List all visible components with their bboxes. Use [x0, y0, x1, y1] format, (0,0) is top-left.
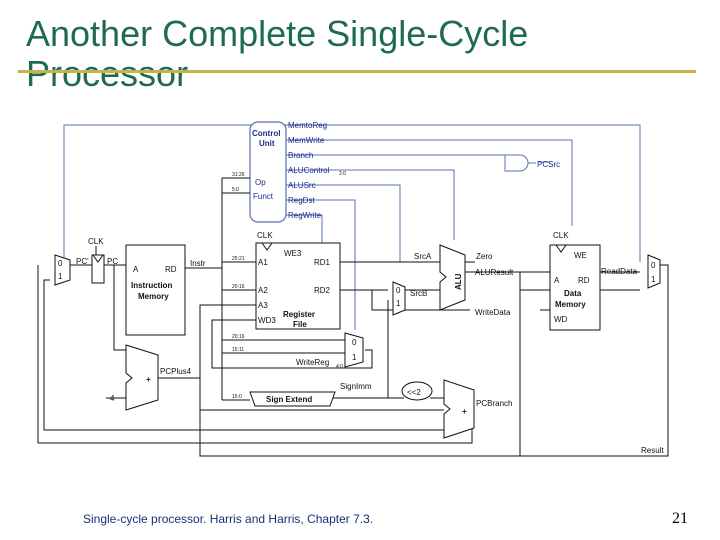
instruction-memory: A RD Instruction Memory Instr	[125, 244, 206, 336]
a1-bits: 25:21	[232, 256, 245, 262]
control-funct-label: Funct	[253, 192, 274, 201]
rf-a2: A2	[258, 286, 268, 295]
imem-name: Instruction	[131, 281, 172, 290]
rf-a1: A1	[258, 258, 268, 267]
pc-clk-label: CLK	[88, 237, 104, 246]
rf-rd2: RD2	[314, 286, 331, 295]
writedata-label: WriteData	[475, 308, 511, 317]
branch-and-gate: PCSrc	[504, 154, 560, 172]
dm-name-2: Memory	[555, 300, 586, 309]
shift-label: <<2	[407, 388, 421, 397]
pcplus4-adder: + PCPlus4 4	[110, 344, 192, 411]
imm-bits: 15:0	[232, 394, 242, 400]
data-memory: CLK WE A RD Data Memory WD ReadData	[549, 231, 638, 331]
control-signal-labels: MemtoReg MemWrite Branch ALUControl 2:0 …	[288, 121, 346, 220]
srcb-mux-0: 0	[396, 286, 401, 295]
signal-branch: Branch	[288, 151, 313, 160]
rf-wd3: WD3	[258, 316, 276, 325]
slide-caption: Single-cycle processor. Harris and Harri…	[83, 512, 374, 526]
pc-register: CLK PC' PC	[76, 237, 118, 284]
rf-name: Register	[283, 310, 315, 319]
rf-a3: A3	[258, 301, 268, 310]
rf-clk-label: CLK	[257, 231, 273, 240]
result-mux-0: 0	[651, 261, 656, 270]
pcplus4-plus: +	[146, 375, 151, 384]
writereg-mux: 0 1 WriteReg 4:0	[296, 332, 364, 370]
srcb-mux-1: 1	[396, 299, 401, 308]
dm-rd: RD	[578, 276, 590, 285]
control-unit-title: Control	[252, 129, 280, 138]
alu-label: ALU	[454, 273, 463, 290]
title-divider	[18, 70, 696, 73]
rf-we3: WE3	[284, 249, 302, 258]
dm-a: A	[554, 276, 560, 285]
signal-alucontrol-bits: 2:0	[339, 171, 346, 177]
writereg-label: WriteReg	[296, 358, 329, 367]
funct-bits: 5:0	[232, 187, 239, 193]
signimm-label: SignImm	[340, 382, 372, 391]
result-mux-1: 1	[651, 275, 656, 284]
signal-memtoreg: MemtoReg	[288, 121, 327, 130]
readdata-label: ReadData	[601, 267, 638, 276]
instr-label: Instr	[190, 259, 206, 268]
register-file: CLK WE3 A1 A2 A3 WD3 RD1 RD2 Register Fi…	[255, 231, 341, 330]
control-op-label: Op	[255, 178, 266, 187]
zero-label: Zero	[476, 252, 493, 261]
dm-wd: WD	[554, 315, 568, 324]
dm-name: Data	[564, 289, 582, 298]
srcb-label: SrcB	[410, 289, 427, 298]
srca-label: SrcA	[414, 252, 432, 261]
result-label: Result	[641, 446, 664, 455]
pc-prime-label: PC'	[76, 257, 89, 266]
four-label: 4	[110, 394, 115, 403]
control-unit-subtitle: Unit	[259, 139, 275, 148]
signal-alucontrol: ALUControl	[288, 166, 330, 175]
signal-memwrite: MemWrite	[288, 136, 325, 145]
bit-labels: 31:26 5:0 25:21 20:16 20:16 15:11 15:0	[232, 172, 245, 400]
signext-label: Sign Extend	[266, 395, 312, 404]
pcplus4-label: PCPlus4	[160, 367, 192, 376]
pc-label: PC	[107, 257, 118, 266]
aluresult-label: ALUResult	[475, 268, 514, 277]
imem-name-2: Memory	[138, 292, 169, 301]
pcsrc-label: PCSrc	[537, 160, 560, 169]
pc-mux: 0 1	[54, 254, 71, 286]
control-unit: Control Unit Op Funct	[249, 121, 287, 223]
signal-alusrc: ALUSrc	[288, 181, 316, 190]
pcbranch-label: PCBranch	[476, 399, 512, 408]
shift-left-2: <<2	[401, 381, 433, 401]
writereg-mux-1: 1	[352, 353, 357, 362]
pc-mux-0: 0	[58, 259, 63, 268]
branch-plus: +	[462, 407, 467, 416]
alu: ALU Zero ALUResult WriteData	[439, 244, 514, 317]
result-mux: 0 1 Result	[641, 254, 664, 455]
dm-we: WE	[574, 251, 587, 260]
op-bits: 31:26	[232, 172, 245, 178]
rf-rd1: RD1	[314, 258, 331, 267]
dm-clk-label: CLK	[553, 231, 569, 240]
rd-bits: 15:11	[232, 347, 244, 353]
slide-title: Another Complete Single-Cycle Processor	[26, 13, 529, 94]
srcb-mux: 0 1 SrcB	[392, 281, 427, 316]
rf-name-2: File	[293, 320, 307, 329]
a2-bits: 20:16	[232, 284, 245, 290]
signal-regwrite: RegWrite	[288, 211, 322, 220]
writereg-mux-0: 0	[352, 338, 357, 347]
imem-rd: RD	[165, 265, 177, 274]
page-number: 21	[672, 510, 688, 527]
imem-a: A	[133, 265, 139, 274]
pc-mux-1: 1	[58, 272, 63, 281]
signal-regdst: RegDst	[288, 196, 315, 205]
writereg-bits: 4:0	[336, 364, 343, 370]
rt-bits: 20:16	[232, 334, 245, 340]
sign-extend: Sign Extend SignImm	[249, 382, 372, 407]
datapath-wires	[37, 177, 669, 457]
branch-adder: + PCBranch	[443, 379, 512, 439]
